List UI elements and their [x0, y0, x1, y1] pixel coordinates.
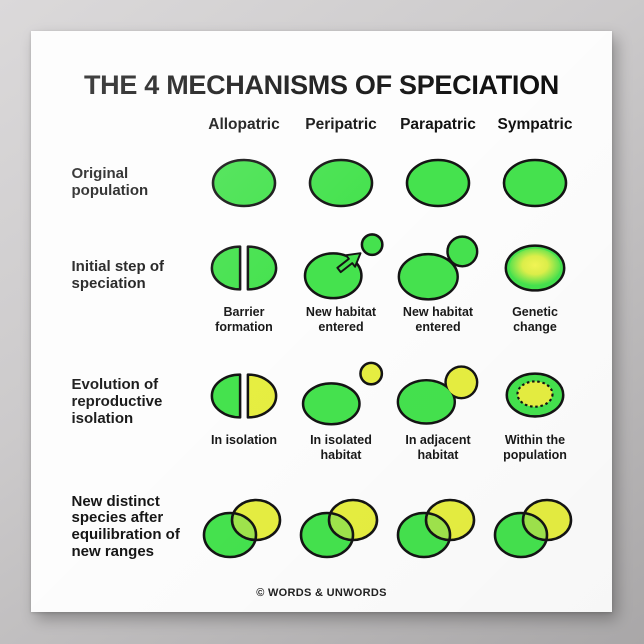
single-population-ellipse-icon: [502, 159, 568, 208]
column-header-sympatric: Sympatric: [497, 116, 573, 134]
caption-in-isolated-habitat: In isolated habitat: [310, 433, 372, 463]
cell-final-parapatric: [390, 479, 487, 575]
column-header-allopatric: Allopatric: [208, 116, 280, 134]
row-label-new-distinct-species: New distinct species after equilibration…: [71, 492, 180, 561]
caption-within-the-population: Within the population: [503, 433, 567, 463]
attached-bud-blob-icon: [397, 235, 479, 301]
inner-dotted-yellow-icon: [505, 372, 565, 419]
copyright-text: © WORDS & UNWORDS: [256, 587, 387, 600]
cell-evolution-sympatric: Within the population: [487, 355, 584, 479]
cell-final-sympatric: [487, 479, 584, 575]
arrow-icon: [336, 252, 362, 274]
cell-original-parapatric: [390, 139, 487, 227]
cell-original-allopatric: [196, 139, 293, 227]
split-green-yellow-icon: [210, 373, 278, 420]
adjacent-yellow-circle-icon: [396, 365, 479, 426]
caption-in-isolation: In isolation: [211, 433, 277, 448]
cell-original-sympatric: [487, 139, 584, 227]
cell-evolution-parapatric: In adjacent habitat: [390, 355, 487, 479]
column-header-parapatric: Parapatric: [400, 116, 476, 134]
caption-in-adjacent-habitat: In adjacent habitat: [405, 433, 471, 463]
genetic-change-gradient-icon: [504, 244, 566, 293]
cell-evolution-peripatric: In isolated habitat: [293, 355, 390, 479]
cell-original-peripatric: [293, 139, 390, 227]
cell-initial-parapatric: New habitat entered: [390, 227, 487, 355]
row-label-original-population: Original population: [71, 165, 149, 200]
caption-genetic-change: Genetic change: [512, 305, 558, 335]
single-population-ellipse-icon: [405, 159, 471, 208]
row-label-evolution-isolation: Evolution of reproductive isolation: [71, 375, 163, 427]
row-label-initial-step: Initial step of speciation: [71, 258, 165, 293]
cell-final-allopatric: [196, 479, 293, 575]
page-title: THE 4 MECHANISMS OF SPECIATION: [83, 70, 560, 100]
cell-initial-allopatric: Barrier formation: [196, 227, 293, 355]
speciation-grid: Allopatric Peripatric Parapatric Sympatr…: [60, 111, 584, 575]
cell-initial-peripatric: New habitat entered: [293, 227, 390, 355]
separate-yellow-circle-icon: [301, 362, 384, 426]
migration-arrow-bud-icon: [303, 233, 384, 300]
cell-evolution-allopatric: In isolation: [196, 355, 293, 479]
barrier-split-ellipse-icon: [210, 245, 278, 292]
corner-spacer: [60, 111, 196, 139]
cell-final-peripatric: [293, 479, 390, 575]
overlapping-species-venn-icon: [299, 499, 379, 559]
cell-initial-sympatric: Genetic change: [487, 227, 584, 355]
single-population-ellipse-icon: [211, 159, 277, 208]
overlapping-species-venn-icon: [202, 499, 282, 559]
speciation-poster: THE 4 MECHANISMS OF SPECIATION Allopatri…: [31, 31, 612, 612]
caption-barrier-formation: Barrier formation: [215, 305, 273, 335]
caption-new-habitat-entered: New habitat entered: [305, 305, 377, 335]
caption-new-habitat-entered: New habitat entered: [402, 305, 474, 335]
single-population-ellipse-icon: [308, 159, 374, 208]
overlapping-species-venn-icon: [396, 499, 476, 559]
column-header-peripatric: Peripatric: [305, 116, 377, 134]
overlapping-species-venn-icon: [493, 499, 573, 559]
